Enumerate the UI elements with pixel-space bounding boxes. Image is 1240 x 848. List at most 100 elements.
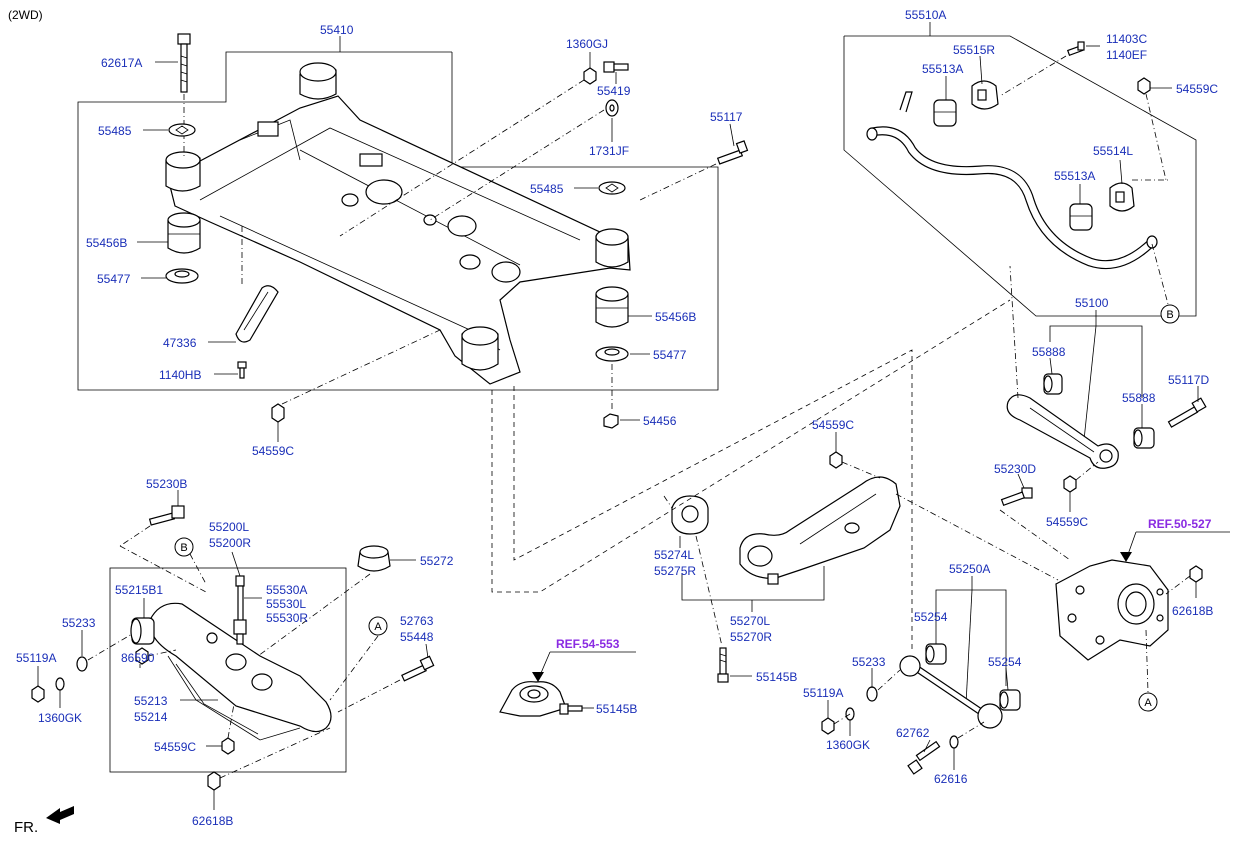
label-1360GK-lower-arm[interactable]: 1360GK bbox=[38, 711, 82, 725]
bolt-55145B-trailing[interactable] bbox=[717, 647, 729, 683]
bolt-55117D[interactable] bbox=[1167, 397, 1207, 428]
lateral-link-55250A[interactable] bbox=[899, 655, 1003, 729]
label-55250A[interactable]: 55250A bbox=[949, 562, 990, 576]
label-52763[interactable]: 52763 bbox=[400, 614, 434, 628]
bushing-55888-upper[interactable] bbox=[1043, 373, 1063, 395]
label-55510A[interactable]: 55510A bbox=[905, 8, 946, 22]
bolt-55230B[interactable] bbox=[148, 505, 185, 526]
label-55100[interactable]: 55100 bbox=[1075, 296, 1109, 310]
label-55200L[interactable]: 55200L bbox=[209, 520, 249, 534]
callout-B-lower[interactable]: B bbox=[174, 537, 194, 557]
label-1360GJ[interactable]: 1360GJ bbox=[566, 37, 608, 51]
bushing-55274L[interactable] bbox=[671, 495, 709, 535]
callout-B-stabilizer[interactable]: B bbox=[1160, 304, 1180, 324]
label-55456B-left[interactable]: 55456B bbox=[86, 236, 127, 250]
bracket-47336[interactable] bbox=[235, 285, 279, 343]
label-55530L[interactable]: 55530L bbox=[266, 597, 306, 611]
bolt-11403C[interactable] bbox=[1066, 41, 1085, 56]
label-1360GK-link[interactable]: 1360GK bbox=[826, 738, 870, 752]
label-55888-lower[interactable]: 55888 bbox=[1122, 391, 1156, 405]
label-55530A[interactable]: 55530A bbox=[266, 583, 307, 597]
label-55410[interactable]: 55410 bbox=[320, 23, 354, 37]
nut-55119A-lower-arm[interactable] bbox=[31, 685, 45, 703]
bushing-55513A-lower[interactable] bbox=[1069, 203, 1093, 231]
washer-1731JF[interactable] bbox=[605, 99, 619, 117]
washer-55233-link[interactable] bbox=[866, 686, 878, 702]
bracket-55514L[interactable] bbox=[1109, 182, 1135, 212]
label-55233-lower-arm[interactable]: 55233 bbox=[62, 616, 96, 630]
bolt-62762[interactable] bbox=[907, 740, 941, 775]
stabilizer-link-55530A[interactable] bbox=[233, 575, 247, 645]
label-54559C-upper-arm[interactable]: 54559C bbox=[1046, 515, 1088, 529]
label-55119A-lower-arm[interactable]: 55119A bbox=[16, 651, 56, 665]
washer-55485-left[interactable] bbox=[168, 123, 196, 137]
label-54559C-trailing[interactable]: 54559C bbox=[812, 418, 854, 432]
nut-54559C-trailing[interactable] bbox=[829, 451, 843, 469]
washer-1360GK-lower-arm[interactable] bbox=[55, 677, 65, 691]
label-1731JF[interactable]: 1731JF bbox=[589, 144, 629, 158]
nut-54456[interactable] bbox=[603, 413, 619, 429]
bolt-55145B-mount[interactable] bbox=[559, 703, 583, 715]
label-54559C-subframe[interactable]: 54559C bbox=[252, 444, 294, 458]
label-11403C[interactable]: 11403C bbox=[1106, 32, 1147, 46]
label-55270L[interactable]: 55270L bbox=[730, 614, 770, 628]
label-55215B1[interactable]: 55215B1 bbox=[115, 583, 163, 597]
label-55456B-right[interactable]: 55456B bbox=[655, 310, 696, 324]
callout-A-lower[interactable]: A bbox=[368, 616, 388, 636]
label-62762[interactable]: 62762 bbox=[896, 726, 930, 740]
label-55514L[interactable]: 55514L bbox=[1093, 144, 1133, 158]
bushing-55254-upper[interactable] bbox=[925, 643, 947, 665]
label-55477-left[interactable]: 55477 bbox=[97, 272, 131, 286]
bumper-55272[interactable] bbox=[357, 545, 391, 572]
label-55448[interactable]: 55448 bbox=[400, 630, 434, 644]
label-55145B-trailing[interactable]: 55145B bbox=[756, 670, 797, 684]
label-55485-left[interactable]: 55485 bbox=[98, 124, 132, 138]
label-55230B[interactable]: 55230B bbox=[146, 477, 187, 491]
bolt-62617A[interactable] bbox=[177, 33, 191, 93]
upper-arm-55100[interactable] bbox=[1006, 394, 1119, 469]
nut-86590[interactable] bbox=[135, 647, 149, 665]
nut-62618B-knuckle[interactable] bbox=[1189, 565, 1203, 583]
trailing-arm-55270[interactable] bbox=[739, 476, 901, 585]
label-55274L[interactable]: 55274L bbox=[654, 548, 694, 562]
label-55485-right[interactable]: 55485 bbox=[530, 182, 564, 196]
nut-55119A-link[interactable] bbox=[821, 717, 835, 735]
label-55515R[interactable]: 55515R bbox=[953, 43, 995, 57]
label-55530R[interactable]: 55530R bbox=[266, 611, 308, 625]
label-55513A-upper[interactable]: 55513A bbox=[922, 62, 963, 76]
label-54456[interactable]: 54456 bbox=[643, 414, 677, 428]
label-55214[interactable]: 55214 bbox=[134, 710, 168, 724]
label-55275R[interactable]: 55275R bbox=[654, 564, 696, 578]
label-55254-upper[interactable]: 55254 bbox=[914, 610, 948, 624]
label-55477-right[interactable]: 55477 bbox=[653, 348, 687, 362]
nut-54559C-stabilizer[interactable] bbox=[1137, 77, 1151, 95]
label-55145B-mount[interactable]: 55145B bbox=[596, 702, 637, 716]
rear-knuckle[interactable] bbox=[1055, 559, 1169, 661]
lower-arm-55213[interactable] bbox=[149, 602, 332, 741]
bushing-55254-lower[interactable] bbox=[999, 689, 1021, 711]
label-55254-lower[interactable]: 55254 bbox=[988, 655, 1022, 669]
washer-55477-right[interactable] bbox=[595, 346, 629, 362]
label-62618B-knuckle[interactable]: 62618B bbox=[1172, 604, 1213, 618]
label-62617A[interactable]: 62617A bbox=[101, 56, 142, 70]
nut-54559C-upper-arm[interactable] bbox=[1063, 475, 1077, 493]
washer-55477-left[interactable] bbox=[165, 268, 199, 284]
label-55419[interactable]: 55419 bbox=[597, 84, 631, 98]
label-55272[interactable]: 55272 bbox=[420, 554, 454, 568]
bolt-1140HB[interactable] bbox=[237, 361, 247, 379]
label-62618B-lower-arm[interactable]: 62618B bbox=[192, 814, 233, 828]
washer-55485-right[interactable] bbox=[598, 181, 626, 195]
bolt-55117[interactable] bbox=[716, 140, 749, 165]
label-54559C-stabilizer[interactable]: 54559C bbox=[1176, 82, 1218, 96]
label-55233-link[interactable]: 55233 bbox=[852, 655, 886, 669]
label-55513A-lower[interactable]: 55513A bbox=[1054, 169, 1095, 183]
bolt-55419[interactable] bbox=[603, 61, 629, 73]
label-1140HB[interactable]: 1140HB bbox=[159, 368, 201, 382]
label-54559C-lower-arm[interactable]: 54559C bbox=[154, 740, 196, 754]
stabilizer-bar-55510A[interactable] bbox=[866, 91, 1158, 270]
label-62616[interactable]: 62616 bbox=[934, 772, 968, 786]
bushing-55456B-right[interactable] bbox=[595, 286, 629, 328]
bushing-55215B1[interactable] bbox=[130, 617, 155, 645]
label-55117D[interactable]: 55117D bbox=[1168, 373, 1209, 387]
bracket-55515R[interactable] bbox=[971, 80, 999, 110]
